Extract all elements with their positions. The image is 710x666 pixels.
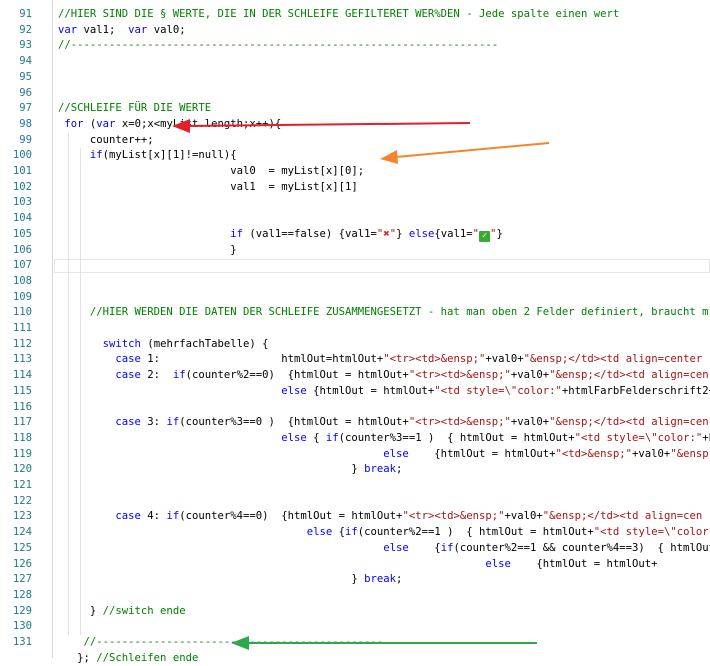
check-mark-icon: ✓ (479, 230, 491, 242)
code-line[interactable]: val1 = myList[x][1] (58, 180, 358, 193)
line-number: 93 (19, 39, 32, 52)
line-number: 126 (12, 557, 32, 570)
line-number: 124 (12, 526, 32, 539)
line-number: 113 (12, 353, 32, 366)
line-number: 109 (12, 290, 32, 303)
line-number-gutter: 91 92 93 94 95 96 97 98 99 100 101 102 103 104 105 106 1… (0, 0, 42, 658)
line-number: 106 (12, 243, 32, 256)
code-line[interactable]: case 3: if(counter%3==0 ) {htmlOut = htm… (115, 416, 709, 429)
line-number: 98 (19, 117, 32, 130)
code-line[interactable]: } //switch ende (89, 604, 186, 617)
code-line[interactable]: var val1; var val0; (58, 23, 186, 36)
fold-margin (52, 0, 53, 658)
line-number: 119 (12, 447, 32, 460)
code-line[interactable]: if (val1==false) {val1="✖"} else{val1="✓… (230, 227, 503, 242)
code-line[interactable]: //HIER WERDEN DIE DATEN DER SCHLEIFE ZUS… (58, 306, 709, 319)
code-line[interactable]: //SCHLEIFE FÜR DIE WERTE (58, 102, 212, 115)
code-line[interactable]: else {if(counter%2==1 && counter%4==3) {… (383, 541, 710, 554)
line-number: 96 (19, 86, 32, 99)
line-number: 103 (12, 196, 32, 209)
code-line[interactable]: case 4: if(counter%4==0) {htmlOut = html… (115, 510, 703, 523)
line-number: 125 (12, 541, 32, 554)
code-line[interactable]: else {htmlOut = htmlOut+ (485, 557, 658, 570)
line-number: 92 (19, 23, 32, 36)
line-number: 117 (12, 416, 32, 429)
code-line[interactable]: counter++; (58, 133, 154, 146)
code-line[interactable]: if(myList[x][1]!=null){ (89, 149, 237, 162)
line-number: 121 (12, 479, 32, 491)
line-number: 110 (12, 306, 32, 319)
line-number: 128 (12, 588, 32, 601)
code-line[interactable]: } (58, 243, 237, 256)
line-number: 107 (12, 259, 32, 272)
code-line[interactable]: switch (mehrfachTabelle) { (102, 337, 269, 350)
line-number: 115 (12, 384, 32, 397)
line-number: 91 (19, 8, 32, 20)
line-number: 108 (12, 274, 32, 287)
line-number: 104 (12, 212, 32, 225)
code-line[interactable]: } break; (58, 573, 403, 586)
line-number: 131 (12, 636, 32, 648)
line-number: 130 (12, 620, 32, 633)
code-line[interactable]: for (var x=0;x<myList.length;x++){ (64, 117, 282, 130)
code-line[interactable]: } break; (58, 463, 403, 476)
line-number: 105 (12, 227, 32, 240)
line-number: 101 (12, 165, 32, 177)
line-number: 97 (19, 102, 32, 115)
code-line[interactable]: else {htmlOut = htmlOut+"<td>&ensp;"+val… (383, 447, 710, 460)
line-number: 100 (12, 149, 32, 162)
line-number: 95 (19, 70, 32, 83)
line-number: 122 (12, 494, 32, 507)
line-number: 94 (19, 55, 32, 68)
code-line[interactable]: else { if(counter%3==1 ) { htmlOut = htm… (281, 431, 710, 444)
code-line[interactable]: else {if(counter%2==1 ) { htmlOut = html… (306, 526, 710, 539)
line-number: 129 (12, 604, 32, 617)
line-number: 118 (12, 431, 32, 444)
code-line[interactable]: //HIER SIND DIE § WERTE, DIE IN DER SCHL… (58, 8, 620, 20)
line-number: 102 (12, 180, 32, 193)
line-number: 120 (12, 463, 32, 476)
orange-arrow (380, 142, 550, 164)
indent-guide (68, 132, 69, 635)
cross-mark-icon: ✖ (383, 227, 390, 240)
code-line[interactable]: case 1: htmlOut=htmlOut+"<tr><td>&ensp;"… (115, 353, 703, 366)
line-number: 111 (12, 322, 32, 334)
code-line[interactable]: else {htmlOut = htmlOut+"<td style=\"col… (281, 384, 710, 397)
line-number: 99 (19, 133, 32, 146)
red-arrow (172, 119, 471, 133)
code-line[interactable]: //--------------------------------------… (58, 636, 384, 648)
indent-guide (80, 148, 81, 635)
line-number: 123 (12, 510, 32, 523)
code-line[interactable]: case 2: if(counter%2==0) {htmlOut = html… (115, 369, 709, 382)
line-number: 116 (12, 400, 32, 413)
code-line[interactable]: //--------------------------------------… (58, 39, 499, 52)
green-arrow (231, 636, 537, 650)
line-number: 112 (12, 337, 32, 350)
line-number: 127 (12, 573, 32, 586)
line-number: 114 (12, 369, 32, 382)
code-line[interactable]: val0 = myList[x][0]; (58, 165, 365, 177)
